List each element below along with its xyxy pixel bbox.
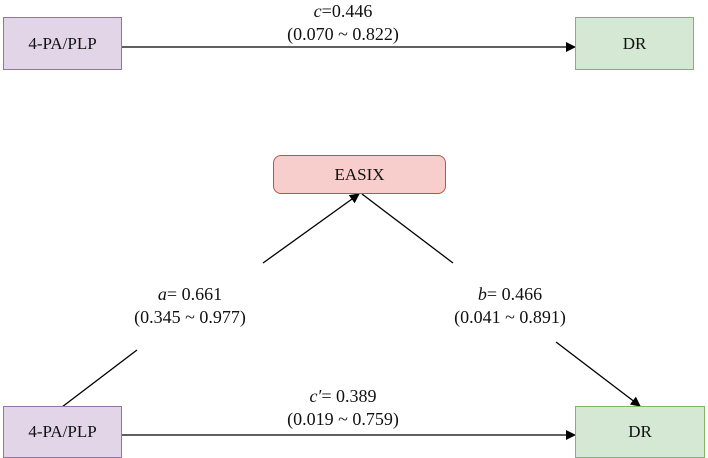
- bottom-outcome-label: DR: [628, 422, 652, 441]
- path-b-line-upper: [361, 193, 454, 264]
- path-b-label: b= 0.466 (0.041 ~ 0.891): [454, 283, 566, 329]
- path-a-symbol: a: [157, 284, 167, 304]
- path-a-ci: (0.345 ~ 0.977): [134, 307, 246, 327]
- path-b-ci: (0.041 ~ 0.891): [454, 307, 566, 327]
- top-predictor-label: 4-PA/PLP: [28, 33, 97, 53]
- path-a-label: a= 0.661 (0.345 ~ 0.977): [134, 283, 246, 329]
- path-c-prime-label: c′= 0.389 (0.019 ~ 0.759): [287, 385, 399, 431]
- top-predictor-node: 4-PA/PLP: [3, 17, 122, 70]
- path-c-prime-symbol: c′: [309, 386, 322, 406]
- top-outcome-node: DR: [575, 17, 694, 70]
- path-c-symbol: c: [313, 1, 322, 21]
- bottom-predictor-label: 4-PA/PLP: [28, 422, 97, 441]
- path-c-ci: (0.070 ~ 0.822): [287, 24, 399, 44]
- path-c-label: c=0.446 (0.070 ~ 0.822): [287, 0, 399, 46]
- path-c-value: =0.446: [321, 1, 373, 21]
- path-a-arrow: [262, 193, 360, 264]
- path-a-value: = 0.661: [166, 284, 223, 304]
- path-c-prime-value: = 0.389: [321, 386, 377, 406]
- path-c-prime-ci: (0.019 ~ 0.759): [287, 409, 399, 429]
- path-a-line-lower: [61, 349, 138, 408]
- mediator-node: EASIX: [273, 155, 446, 194]
- bottom-outcome-node: DR: [575, 406, 705, 458]
- top-outcome-label: DR: [622, 33, 647, 53]
- path-b-symbol: b: [477, 284, 487, 304]
- mediator-label: EASIX: [334, 164, 385, 184]
- path-b-arrow: [555, 341, 641, 407]
- bottom-predictor-node: 4-PA/PLP: [3, 406, 122, 458]
- path-b-value: = 0.466: [486, 284, 543, 304]
